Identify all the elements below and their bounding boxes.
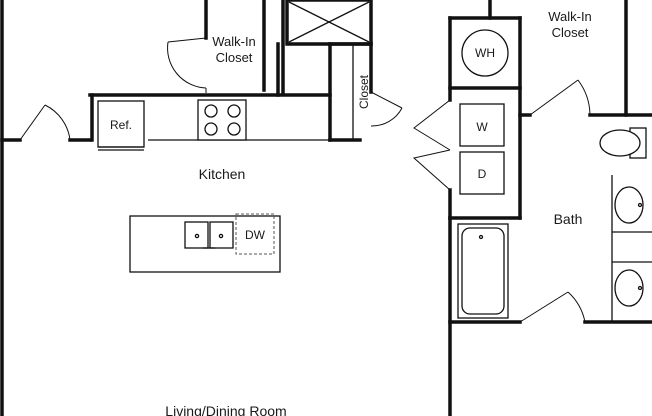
walk-in-closet-right-line2: Closet (552, 25, 589, 40)
bathtub (457, 223, 509, 319)
refrigerator-label: Ref. (110, 118, 132, 132)
dishwasher-label: DW (245, 228, 266, 242)
washer-label: W (476, 120, 488, 134)
dishwasher (235, 213, 275, 255)
vanity-sink-upper (614, 186, 644, 224)
dryer-label: D (478, 167, 487, 181)
walk-in-closet-right-line1: Walk-In (548, 9, 592, 24)
walk-in-closet-left-line2: Closet (216, 50, 253, 65)
refrigerator (97, 100, 145, 148)
labels: Walk-In Closet Walk-In Closet Closet Kit… (110, 9, 592, 416)
bath-label: Bath (554, 211, 583, 227)
walk-in-closet-left-line1: Walk-In (212, 34, 256, 49)
closet-label: Closet (357, 74, 371, 109)
toilet-bowl (599, 129, 641, 157)
water-heater (461, 29, 509, 77)
living-dining-label: Living/Dining Room (165, 403, 286, 416)
washer (459, 103, 505, 147)
doors (19, 37, 591, 323)
fixtures (97, 1, 652, 322)
vanity-sink-lower (614, 269, 644, 307)
kitchen-label: Kitchen (199, 166, 246, 182)
range (197, 99, 247, 141)
water-heater-label: WH (475, 46, 495, 60)
dryer (459, 151, 505, 195)
